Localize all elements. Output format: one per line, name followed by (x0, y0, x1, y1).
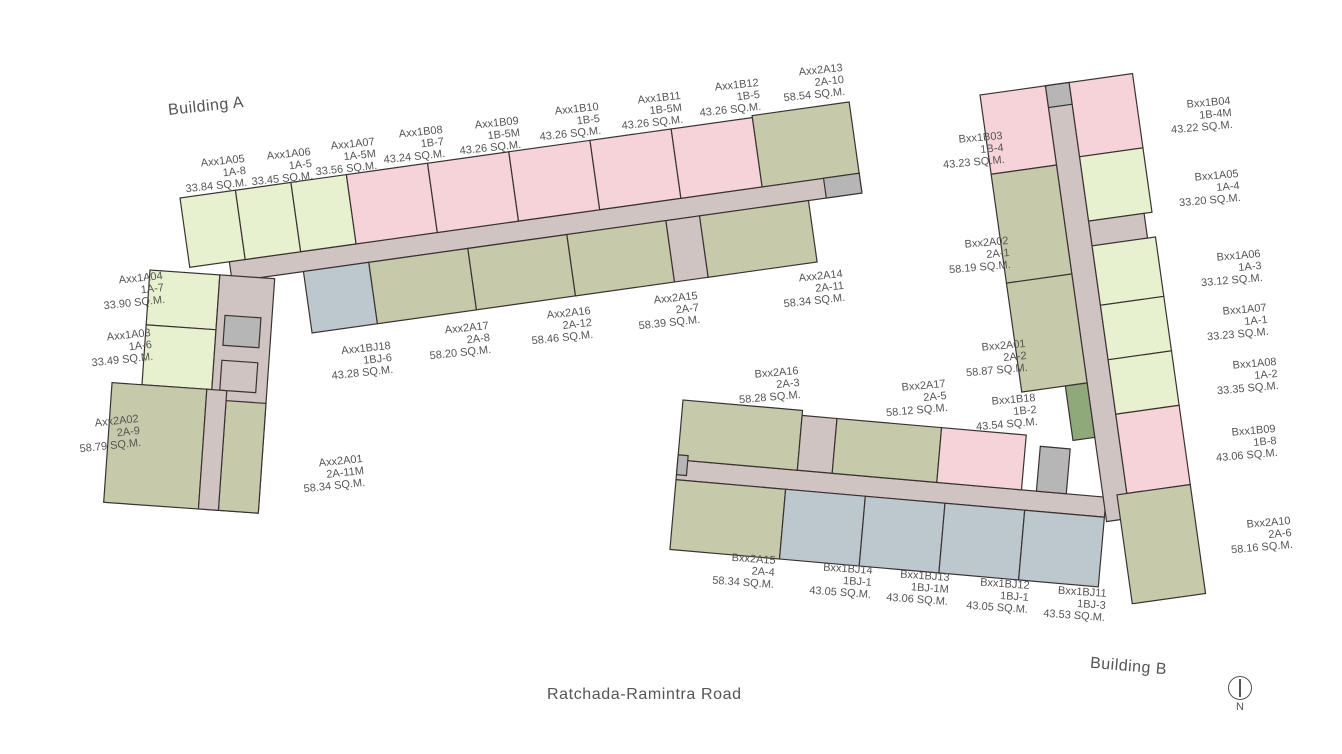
unit-axx2a17 (368, 247, 478, 325)
north-label: N (1236, 701, 1244, 713)
north-arrow-icon (1228, 676, 1252, 700)
unit-axx1b08 (345, 162, 438, 245)
unit-bxx1bj12 (938, 502, 1026, 581)
unit-axx2a01 (217, 399, 267, 514)
road-name: Ratchada-Ramintra Road (547, 686, 742, 703)
unit-axx1bj18 (302, 261, 379, 334)
unit-bxx2a01 (1005, 273, 1088, 393)
unit-bxx2a15 (669, 479, 787, 560)
unit-bxx1a07 (1099, 295, 1173, 361)
core (1044, 81, 1073, 109)
compass: N (1226, 676, 1254, 713)
elevator (1035, 445, 1071, 495)
core (822, 172, 863, 199)
unit-axx1b11 (589, 128, 682, 211)
unit-bxx1a08 (1107, 350, 1180, 415)
unit-bxx1b18 (936, 426, 1027, 491)
unit-axx1b12 (670, 116, 763, 199)
unit-axx1a06 (234, 181, 302, 261)
unit-bxx2a10 (1116, 483, 1207, 605)
garden-strip (1064, 382, 1096, 442)
unit-axx1a05 (179, 189, 246, 268)
unit-bxx1bj13 (858, 495, 946, 574)
building-b-east-wing (979, 72, 1207, 605)
unit-bxx2a17 (831, 417, 943, 484)
building-a-north-wing (179, 101, 863, 334)
unit-axx2a16 (467, 233, 577, 311)
unit-axx2a14 (698, 199, 818, 278)
unit-bxx1bj11 (1017, 509, 1106, 588)
core (675, 454, 689, 477)
stair (796, 414, 838, 474)
elevator (222, 314, 262, 349)
unit-axx2a13 (751, 101, 860, 188)
unit-axx1a07 (290, 173, 357, 253)
unit-bxx2a16 (677, 399, 804, 471)
unit-bxx1bj14 (778, 488, 866, 567)
unit-axx2a15 (566, 219, 676, 297)
building-a-west-wing (103, 269, 276, 514)
unit-axx1b10 (508, 139, 601, 222)
unit-bxx1a06 (1091, 236, 1165, 306)
corridor (197, 388, 228, 511)
stair (219, 359, 259, 394)
unit-axx1b09 (426, 151, 520, 234)
building-b-south-wing (669, 399, 1107, 588)
